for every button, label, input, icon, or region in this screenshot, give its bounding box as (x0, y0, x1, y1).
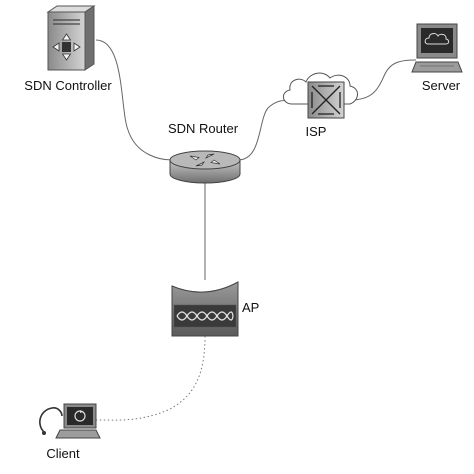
sdn-controller-node: SDN Controller (24, 5, 112, 93)
ap-label: AP (242, 300, 259, 315)
workstation-icon (411, 23, 463, 73)
sdn-controller-label: SDN Controller (24, 78, 112, 93)
link-controller-router (95, 39, 173, 161)
isp-label: ISP (306, 124, 327, 139)
client-label: Client (46, 446, 80, 461)
access-point-icon (171, 281, 239, 337)
client-node: Client (39, 403, 101, 461)
server-node: Server (411, 23, 463, 93)
server-tower-icon (46, 5, 96, 71)
router-icon (169, 150, 241, 184)
headset-icon (39, 407, 63, 433)
server-label: Server (422, 78, 461, 93)
isp-node: ISP (283, 72, 358, 139)
cloud-switch-icon (283, 72, 358, 119)
sdn-router-label: SDN Router (168, 121, 239, 136)
laptop-icon (39, 403, 101, 439)
link-isp-server (349, 59, 417, 101)
ap-node: AP (171, 281, 259, 337)
link-ap-client (95, 335, 206, 421)
sdn-router-node: SDN Router (168, 121, 241, 184)
link-router-isp (237, 99, 295, 161)
